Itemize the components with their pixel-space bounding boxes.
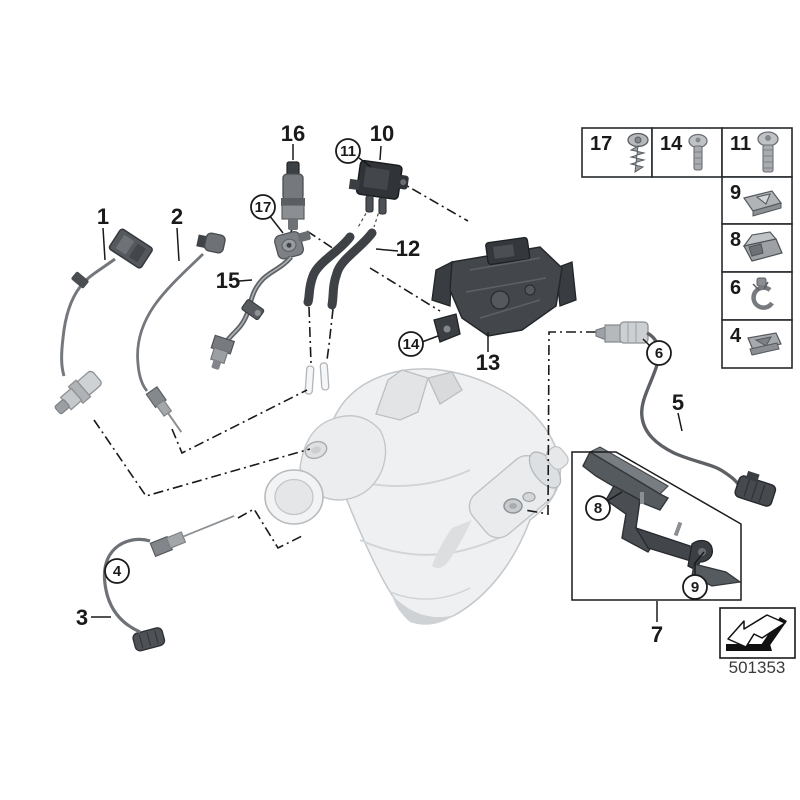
legend-cell-9[interactable]: 9 bbox=[721, 176, 793, 225]
leader-port-hose-a bbox=[356, 202, 373, 230]
callout-17-circled[interactable]: 17 bbox=[250, 194, 276, 220]
svg-text:6: 6 bbox=[730, 277, 741, 299]
callout-8-circled[interactable]: 8 bbox=[585, 495, 611, 521]
svg-text:4: 4 bbox=[730, 325, 742, 347]
footer: 501353 bbox=[719, 607, 796, 677]
callout-10[interactable]: 10 bbox=[370, 121, 394, 146]
part-pressure-sensor-16 bbox=[281, 161, 305, 230]
retaining-clip-icon bbox=[742, 231, 783, 262]
direction-of-travel-arrow-icon bbox=[726, 614, 787, 651]
leader-part3-mount bbox=[237, 507, 303, 550]
fastener-legend-table: 17 14 11 bbox=[581, 127, 793, 369]
callout-4-circled[interactable]: 4 bbox=[104, 558, 130, 584]
svg-text:8: 8 bbox=[730, 229, 741, 251]
part-pressure-pipe-15 bbox=[210, 255, 293, 370]
svg-text:14: 14 bbox=[403, 336, 420, 353]
svg-text:9: 9 bbox=[691, 579, 699, 596]
callout-2[interactable]: 2 bbox=[171, 204, 183, 229]
callout-6-circled[interactable]: 6 bbox=[646, 340, 672, 366]
leader-part2-mount bbox=[171, 389, 308, 455]
cable-clip-icon bbox=[747, 332, 782, 356]
legend-cell-8[interactable]: 8 bbox=[721, 223, 793, 273]
direction-of-travel-arrow-box bbox=[719, 607, 796, 659]
machine-screw-icon bbox=[757, 131, 779, 173]
part-temp-sensor-2 bbox=[136, 232, 226, 433]
svg-text:4: 4 bbox=[113, 563, 122, 580]
leader-part6-mount bbox=[524, 331, 596, 515]
legend-cell-6[interactable]: 6 bbox=[721, 271, 793, 321]
leader-hose-left bbox=[308, 306, 312, 364]
callouts-circled: 4 6 8 9 11 14 17 bbox=[104, 138, 708, 600]
part-union-fitting-17 bbox=[274, 231, 311, 260]
clip-nut-icon bbox=[743, 190, 783, 217]
svg-text:17: 17 bbox=[590, 133, 612, 155]
pipe-clamp-icon bbox=[751, 277, 774, 310]
leader-hose-right bbox=[326, 308, 334, 361]
part7-group-box bbox=[571, 451, 742, 601]
callout-9-circled[interactable]: 9 bbox=[682, 574, 708, 600]
dpf-ghost-assembly bbox=[264, 362, 569, 625]
dpf-hose-stub bbox=[304, 365, 315, 395]
part-bracket-13 bbox=[431, 236, 577, 343]
part-dpf-sensor-10 bbox=[348, 159, 409, 215]
part-lambda-sensor-1 bbox=[54, 228, 153, 415]
svg-text:6: 6 bbox=[655, 345, 663, 362]
callout-1[interactable]: 1 bbox=[97, 204, 109, 229]
legend-cell-14[interactable]: 14 bbox=[651, 127, 723, 178]
svg-text:14: 14 bbox=[660, 133, 683, 155]
callout-14-circled[interactable]: 14 bbox=[398, 331, 424, 357]
callout-13[interactable]: 13 bbox=[476, 350, 500, 375]
svg-text:9: 9 bbox=[730, 182, 741, 204]
svg-text:11: 11 bbox=[340, 143, 356, 160]
button-head-screw-icon bbox=[688, 133, 708, 171]
svg-text:17: 17 bbox=[255, 199, 272, 216]
svg-text:8: 8 bbox=[594, 500, 602, 517]
svg-text:11: 11 bbox=[730, 133, 751, 155]
callout-5[interactable]: 5 bbox=[672, 390, 684, 415]
leader-hose-bracket bbox=[369, 267, 441, 312]
callout-3[interactable]: 3 bbox=[76, 605, 88, 630]
coarse-thread-screw-icon bbox=[627, 132, 649, 173]
leader-port-hose-b bbox=[373, 201, 383, 228]
leader-part1-mount bbox=[93, 419, 311, 497]
legend-cell-11[interactable]: 11 bbox=[721, 127, 793, 178]
callout-leader-lines bbox=[91, 144, 705, 622]
callout-16[interactable]: 16 bbox=[281, 121, 305, 146]
callout-7[interactable]: 7 bbox=[651, 622, 663, 647]
dpf-hose-stub bbox=[319, 362, 330, 391]
part-temp-sensor-3 bbox=[102, 515, 235, 652]
part-pressure-hoses-12 bbox=[303, 228, 377, 310]
callouts-plain: 1 2 3 5 7 10 12 13 15 16 bbox=[76, 121, 684, 647]
legend-cell-17[interactable]: 17 bbox=[581, 127, 653, 178]
diagram-number: 501353 bbox=[729, 658, 786, 677]
leader-part17-mount bbox=[306, 230, 341, 254]
part-holder-bracket-7 bbox=[582, 446, 742, 587]
callout-15[interactable]: 15 bbox=[216, 268, 240, 293]
callout-11-circled[interactable]: 11 bbox=[335, 138, 361, 164]
callout-12[interactable]: 12 bbox=[396, 236, 420, 261]
legend-cell-4[interactable]: 4 bbox=[721, 319, 793, 369]
